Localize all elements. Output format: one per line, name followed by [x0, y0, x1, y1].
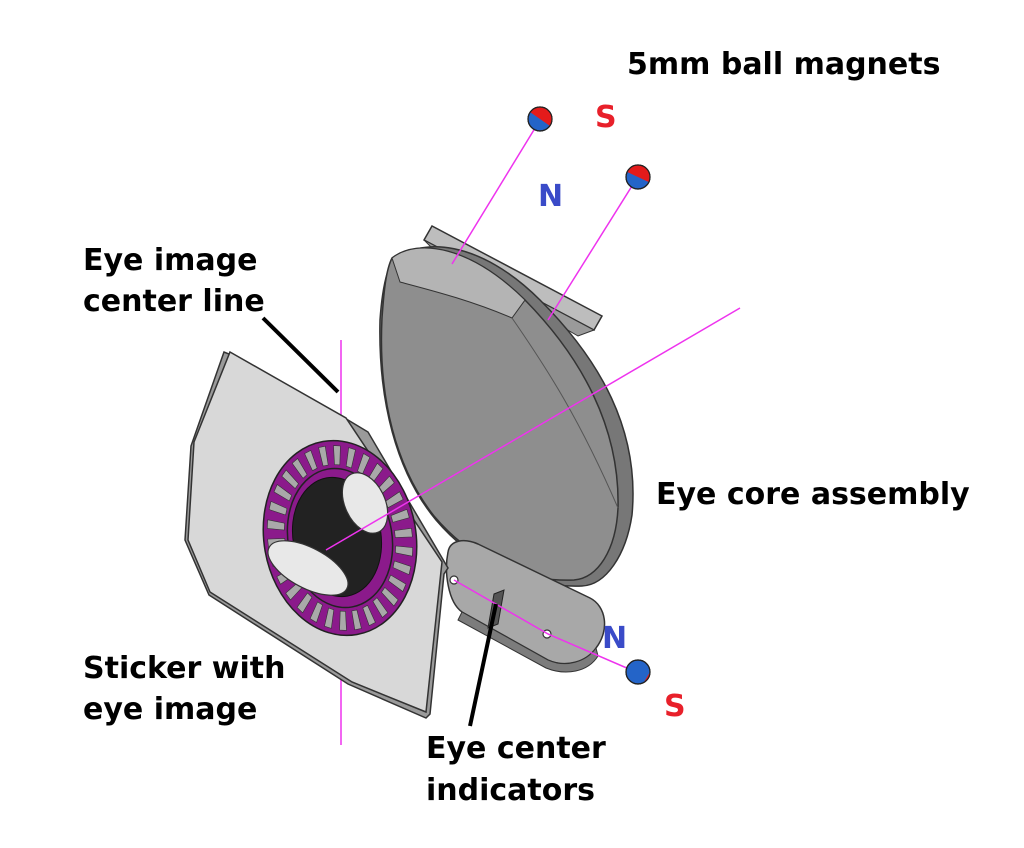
iris-spoke [339, 610, 347, 631]
magnets-label: 5mm ball magnets [627, 47, 940, 82]
indicators-label-line2: indicators [426, 773, 595, 808]
indicators-label-line1: Eye center [426, 731, 606, 766]
iris-spoke [381, 586, 399, 607]
iris-spoke [281, 469, 299, 490]
iris-spoke [268, 500, 288, 516]
ball-magnet-top-left [527, 106, 553, 132]
iris-spoke [345, 447, 356, 469]
iris-spoke [273, 484, 293, 502]
sticker-label-line1: Sticker with [83, 651, 285, 686]
iris-spoke [362, 604, 376, 627]
iris-spoke [384, 491, 404, 509]
iris-spoke [309, 601, 323, 623]
iris-spoke [394, 527, 413, 538]
iris-spoke [266, 519, 285, 531]
center-line-label-line1: Eye image [83, 243, 257, 278]
pole-label-top-north: N [538, 179, 563, 214]
ball-magnet-bottom [625, 659, 651, 685]
eye-core-assembly [379, 224, 634, 673]
iris-spoke [318, 445, 329, 467]
center-line-label-line2: center line [83, 284, 265, 319]
iris-spoke [395, 545, 414, 557]
iris-spoke [372, 597, 389, 618]
iris-spoke [333, 445, 341, 466]
iris-spoke [324, 607, 335, 629]
iris-spoke [390, 509, 410, 523]
core-assembly-label: Eye core assembly [656, 477, 970, 512]
iris-spoke [387, 574, 407, 592]
iris-spoke [304, 449, 318, 472]
ball-magnet-top-right [625, 164, 651, 190]
indicators-leader [468, 603, 498, 727]
eye-axis-line [325, 307, 741, 551]
guide-lines [325, 119, 741, 673]
pole-label-bottom-north: N [602, 621, 627, 656]
iris-spoke [296, 592, 313, 614]
center-line-leader [261, 316, 340, 394]
iris-spoke [291, 458, 308, 479]
iris-spoke [392, 560, 412, 576]
sticker-label-line2: eye image [83, 692, 257, 727]
iris-spoke [351, 609, 362, 631]
eye-highlight-lower [267, 540, 349, 596]
eye-sticker [184, 350, 449, 719]
pole-label-bottom-south: S [664, 689, 686, 724]
eye-highlight-upper [341, 472, 389, 534]
pole-label-top-south: S [595, 100, 617, 135]
